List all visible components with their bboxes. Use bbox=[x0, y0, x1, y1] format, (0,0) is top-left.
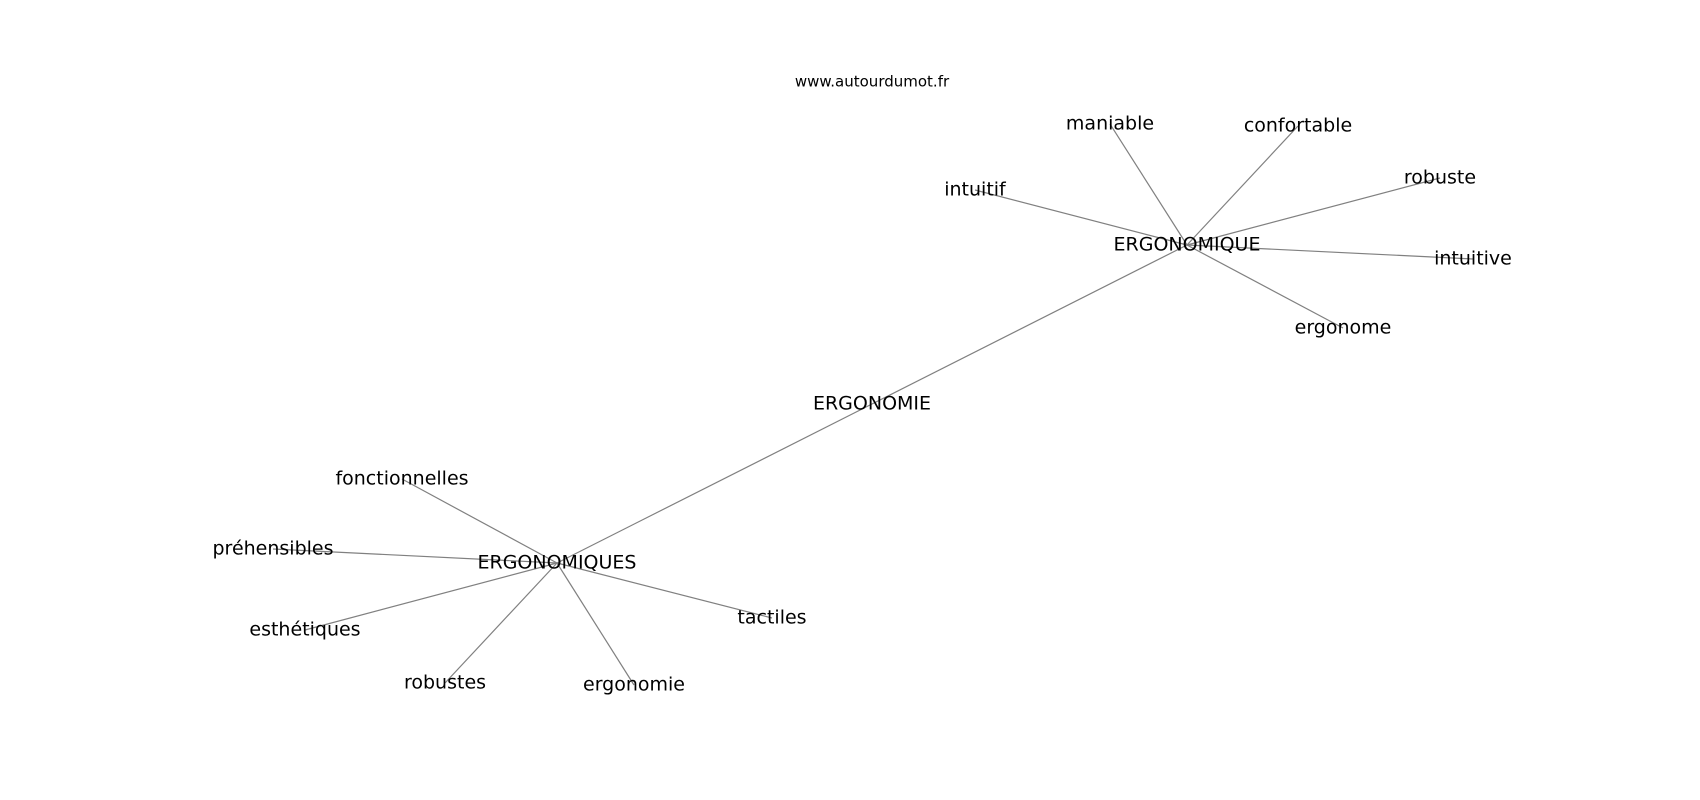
edge-ergonomiques-fonctionnelles bbox=[401, 478, 558, 564]
node-ergonome[interactable]: ergonome bbox=[1295, 317, 1392, 339]
edge-ergonomique-intuitive bbox=[1186, 244, 1474, 260]
edge-ergonomique-maniable bbox=[1109, 123, 1188, 246]
node-maniable[interactable]: maniable bbox=[1066, 113, 1154, 135]
node-ergonomie[interactable]: ERGONOMIE bbox=[813, 393, 931, 415]
edge-ergonomiques-tactiles bbox=[556, 562, 773, 619]
node-ergonomiques[interactable]: ERGONOMIQUES bbox=[478, 552, 637, 574]
node-intuitive[interactable]: intuitive bbox=[1434, 248, 1512, 270]
node-fonctionnelles[interactable]: fonctionnelles bbox=[335, 468, 468, 490]
edge-ergonomiques-prehensibles bbox=[272, 548, 558, 564]
edge-ergonomique-robuste bbox=[1186, 177, 1441, 246]
node-intuitif[interactable]: intuitif bbox=[944, 179, 1007, 201]
edge-center-ergonomiques bbox=[556, 403, 873, 564]
edge-ergonomiques-robustes bbox=[444, 562, 558, 684]
node-ergonomique[interactable]: ERGONOMIQUE bbox=[1114, 234, 1261, 256]
edge-center-ergonomique bbox=[871, 244, 1188, 405]
node-robustes[interactable]: robustes bbox=[404, 672, 486, 694]
node-esthetiques[interactable]: esthétiques bbox=[249, 619, 360, 641]
node-robuste[interactable]: robuste bbox=[1404, 167, 1476, 189]
edge-ergonomique-ergonome bbox=[1186, 244, 1344, 329]
edge-ergonomiques-ergonomie bbox=[556, 562, 635, 686]
node-tactiles[interactable]: tactiles bbox=[737, 607, 806, 629]
node-ergonomie-lowercase[interactable]: ergonomie bbox=[583, 674, 685, 696]
edge-ergonomiques-esthetiques bbox=[304, 562, 558, 631]
graph-edges bbox=[272, 123, 1474, 686]
node-confortable[interactable]: confortable bbox=[1244, 115, 1352, 137]
edge-ergonomique-intuitif bbox=[974, 189, 1188, 246]
node-prehensibles[interactable]: préhensibles bbox=[212, 538, 333, 560]
edge-ergonomique-confortable bbox=[1186, 125, 1299, 246]
watermark-url: www.autourdumot.fr bbox=[795, 73, 950, 91]
